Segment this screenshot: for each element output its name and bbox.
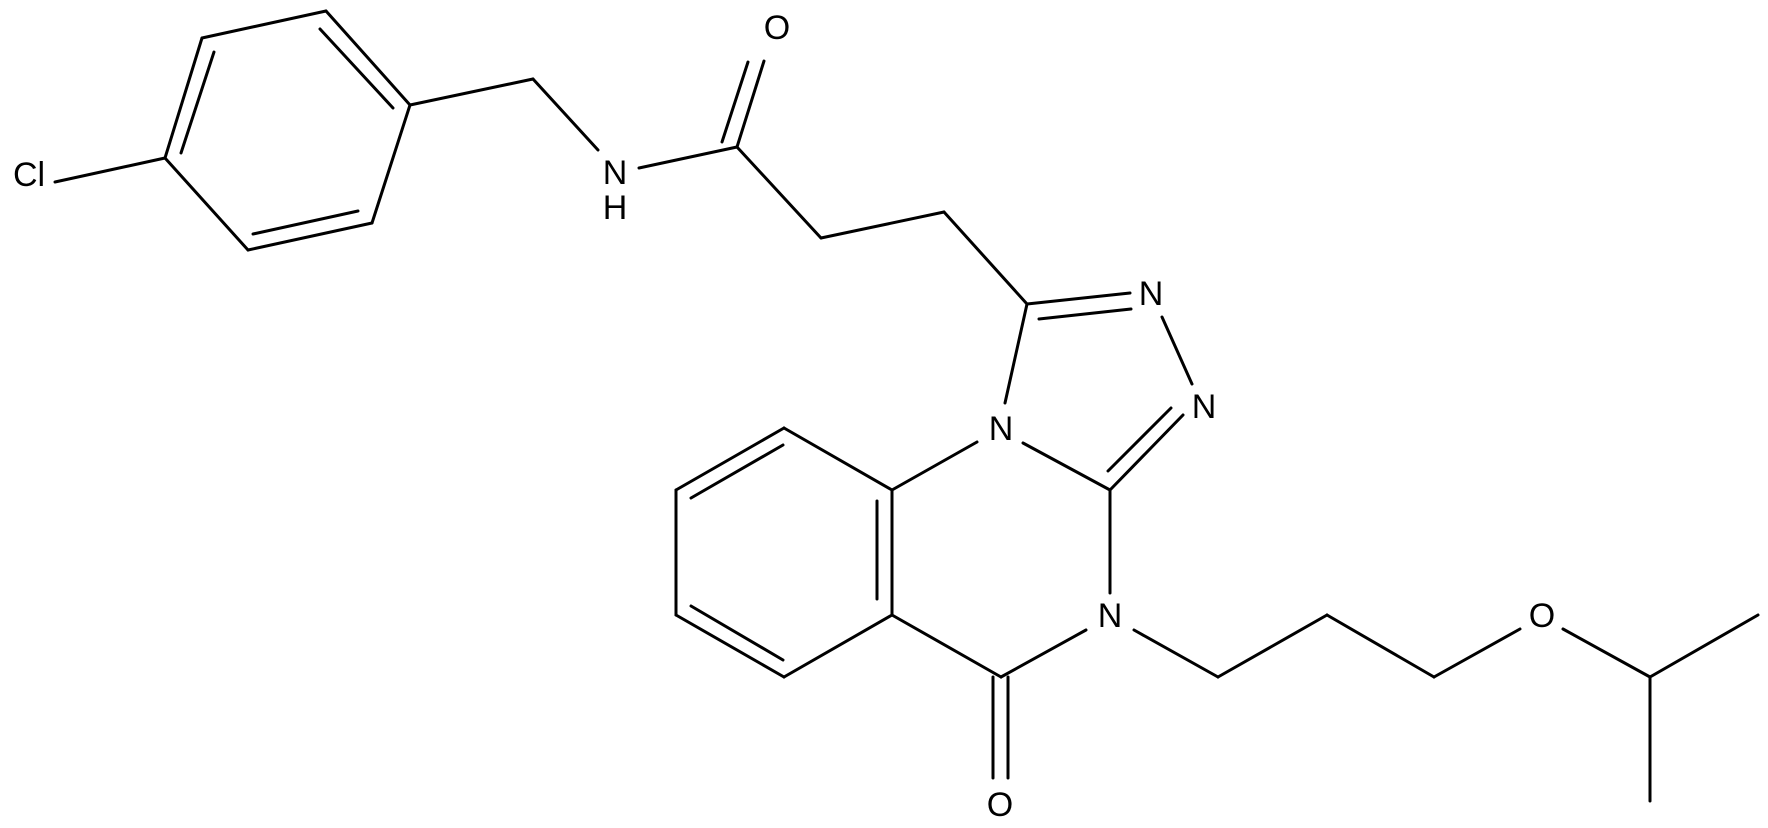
bond <box>163 156 250 252</box>
bond <box>735 145 823 240</box>
bond <box>689 443 785 500</box>
bond <box>318 27 395 110</box>
bond <box>1037 307 1133 321</box>
bond <box>53 156 167 184</box>
bond <box>890 613 1003 679</box>
bond <box>720 60 750 144</box>
atom-label-amide-oxygen: O <box>764 9 790 47</box>
bond <box>999 628 1088 679</box>
bond <box>1132 628 1220 679</box>
bond <box>324 9 412 107</box>
bond <box>200 9 328 40</box>
bond <box>1021 441 1112 492</box>
bond <box>890 440 979 492</box>
atom-label-triazole-nitrogen-2: N <box>1192 388 1217 426</box>
atom-label-triazole-nitrogen-1: N <box>1139 275 1164 313</box>
bond <box>735 59 766 149</box>
bond <box>782 426 894 492</box>
bond <box>1108 413 1185 492</box>
bond <box>163 36 204 160</box>
bond <box>942 210 1029 306</box>
bond <box>674 426 786 492</box>
bond <box>1325 613 1436 679</box>
bond <box>1025 291 1132 306</box>
bond <box>819 210 946 240</box>
bond <box>1216 613 1329 679</box>
bond <box>408 77 535 107</box>
atom-label-ketone-oxygen: O <box>987 786 1013 824</box>
bond <box>370 103 412 225</box>
bond <box>1648 613 1760 679</box>
atom-label-chlorine: Cl <box>13 156 45 194</box>
bond <box>531 77 600 152</box>
bond <box>1432 627 1522 679</box>
bond-lines <box>53 9 1760 803</box>
bond <box>246 221 374 252</box>
atom-label-amide-nitrogen: N <box>603 154 628 192</box>
bond <box>1160 315 1194 386</box>
atom-labels: Cl N H O N N N N O O <box>13 9 1555 824</box>
bond <box>251 209 360 236</box>
bond <box>1106 406 1173 473</box>
atom-label-ether-oxygen: O <box>1529 597 1555 635</box>
atom-label-amide-hydrogen: H <box>603 189 628 227</box>
bond <box>1003 302 1029 405</box>
bond <box>1561 627 1652 679</box>
bond <box>689 604 785 662</box>
bond <box>782 613 894 679</box>
atom-label-alkyl-ring-nitrogen: N <box>1098 597 1123 635</box>
bond <box>674 613 786 679</box>
atom-label-fused-ring-nitrogen: N <box>989 410 1014 448</box>
bond <box>637 145 739 170</box>
bond <box>179 50 216 155</box>
